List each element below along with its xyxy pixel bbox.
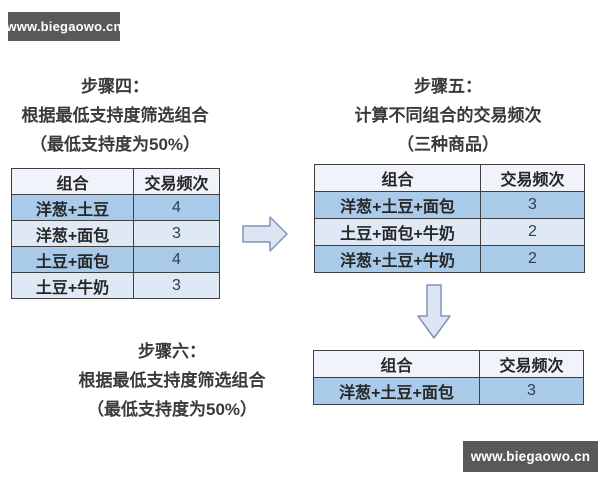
- step6-note: （最低支持度为50%）: [86, 400, 258, 419]
- table-row: 土豆+面包+牛奶 2: [314, 218, 585, 246]
- table-row: 土豆+面包 4: [11, 246, 220, 273]
- freq-cell: 2: [480, 218, 585, 246]
- down-arrow-icon: [417, 284, 451, 345]
- step4-title-block: 步骤四： 根据最低支持度筛选组合 （最低支持度为50%）: [10, 72, 220, 159]
- table-row: 土豆+牛奶 3: [11, 272, 220, 299]
- table-row: 洋葱+土豆+牛奶 2: [314, 245, 585, 273]
- step6-table-header-row: 组合 交易频次: [313, 350, 584, 378]
- freq-cell: 2: [480, 245, 585, 273]
- combo-cell: 洋葱+土豆+面包: [314, 191, 481, 219]
- watermark-bottom: www.biegaowo.cn: [463, 441, 598, 472]
- step5-heading: 步骤五：: [414, 77, 482, 96]
- watermark-top: www.biegaowo.cn: [6, 12, 122, 41]
- step5-col-header-combo: 组合: [314, 164, 481, 192]
- step4-col-header-combo: 组合: [11, 168, 134, 195]
- combo-cell: 土豆+牛奶: [11, 272, 134, 299]
- watermark-top-text: www.biegaowo.cn: [6, 19, 122, 34]
- step5-note: （三种商品）: [397, 135, 499, 154]
- step6-col-header-freq: 交易频次: [479, 350, 584, 378]
- step6-col-header-combo: 组合: [313, 350, 480, 378]
- table-row: 洋葱+面包 3: [11, 220, 220, 247]
- combo-cell: 土豆+面包: [11, 246, 134, 273]
- step5-table: 组合 交易频次 洋葱+土豆+面包 3 土豆+面包+牛奶 2 洋葱+土豆+牛奶 2: [314, 164, 585, 273]
- step4-note: （最低支持度为50%）: [29, 135, 201, 154]
- combo-cell: 洋葱+土豆+牛奶: [314, 245, 481, 273]
- combo-cell: 洋葱+面包: [11, 220, 134, 247]
- step6-title-block: 步骤六： 根据最低支持度筛选组合 （最低支持度为50%）: [62, 337, 282, 424]
- combo-cell: 土豆+面包+牛奶: [314, 218, 481, 246]
- freq-cell: 4: [133, 246, 220, 273]
- step5-description: 计算不同组合的交易频次: [354, 106, 542, 125]
- freq-cell: 4: [133, 194, 220, 221]
- step4-heading: 步骤四：: [81, 77, 149, 96]
- right-arrow-icon: [242, 214, 288, 259]
- step6-heading: 步骤六：: [138, 342, 206, 361]
- step4-col-header-freq: 交易频次: [133, 168, 220, 195]
- table-row: 洋葱+土豆+面包 3: [313, 377, 584, 405]
- step5-title-block: 步骤五： 计算不同组合的交易频次 （三种商品）: [338, 72, 558, 159]
- step6-table: 组合 交易频次 洋葱+土豆+面包 3: [313, 350, 584, 405]
- table-row: 洋葱+土豆+面包 3: [314, 191, 585, 219]
- table-row: 洋葱+土豆 4: [11, 194, 220, 221]
- freq-cell: 3: [133, 272, 220, 299]
- freq-cell: 3: [479, 377, 584, 405]
- step4-table-header-row: 组合 交易频次: [11, 168, 220, 195]
- step5-col-header-freq: 交易频次: [480, 164, 585, 192]
- combo-cell: 洋葱+土豆+面包: [313, 377, 480, 405]
- freq-cell: 3: [480, 191, 585, 219]
- step5-table-header-row: 组合 交易频次: [314, 164, 585, 192]
- step4-description: 根据最低支持度筛选组合: [21, 106, 209, 125]
- watermark-bottom-text: www.biegaowo.cn: [470, 449, 591, 464]
- step6-description: 根据最低支持度筛选组合: [78, 371, 266, 390]
- combo-cell: 洋葱+土豆: [11, 194, 134, 221]
- step4-table: 组合 交易频次 洋葱+土豆 4 洋葱+面包 3 土豆+面包 4 土豆+牛奶 3: [11, 168, 220, 299]
- freq-cell: 3: [133, 220, 220, 247]
